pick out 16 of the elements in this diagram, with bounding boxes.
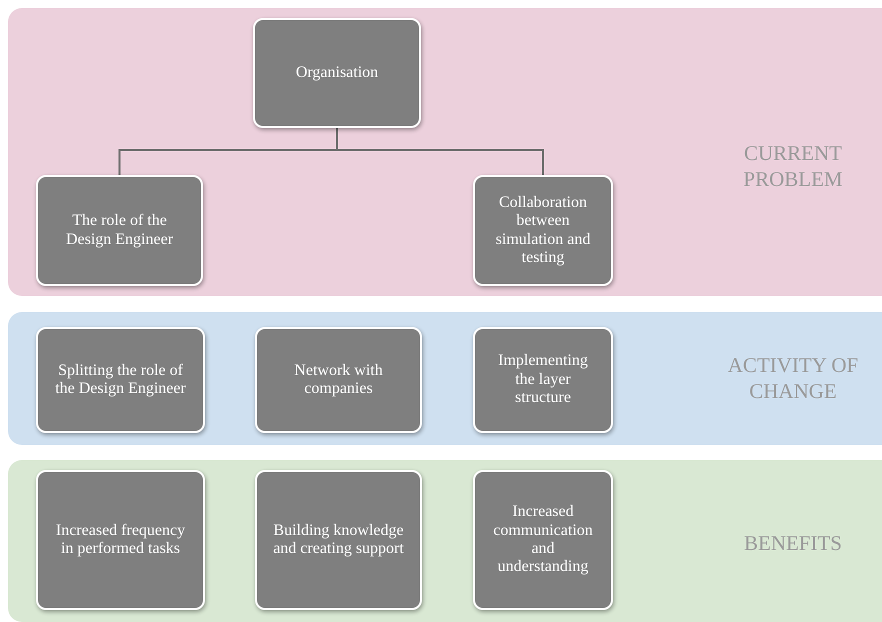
section-band: [8, 460, 882, 622]
process-box: Increased communication and understanding: [473, 470, 613, 610]
section-band: [8, 312, 882, 445]
process-box: Organisation: [253, 18, 421, 128]
process-box: Network with companies: [255, 327, 422, 433]
process-box: Splitting the role of the Design Engineer: [36, 327, 205, 433]
process-box: The role of the Design Engineer: [36, 175, 203, 286]
section-label: ACTIVITY OF CHANGE: [726, 352, 860, 404]
connector-line: [336, 128, 544, 175]
section-band: [8, 8, 882, 296]
section-label: CURRENT PROBLEM: [742, 140, 844, 192]
process-box: Increased frequency in performed tasks: [36, 470, 205, 610]
process-box: Building knowledge and creating support: [255, 470, 422, 610]
section-label: BENEFITS: [742, 530, 843, 556]
process-box: Collaboration between simulation and testing: [473, 175, 613, 286]
process-box: Implementing the layer structure: [473, 327, 613, 433]
